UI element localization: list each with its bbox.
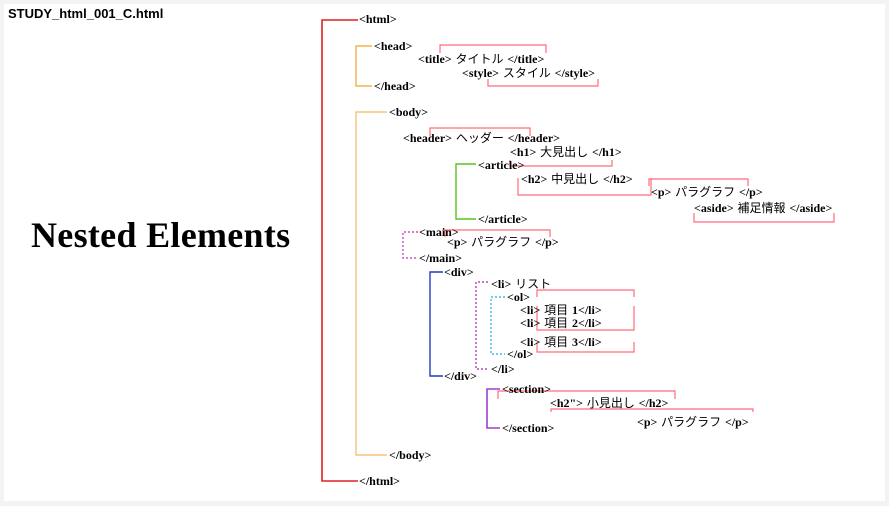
p1-element-bracket	[648, 178, 749, 186]
page-canvas	[4, 4, 885, 501]
article-open-tag: <article>	[478, 158, 525, 172]
h1-element-bracket	[509, 160, 613, 167]
section-open-tag: <section>	[502, 382, 552, 396]
div-nesting-line	[429, 271, 443, 377]
file-name-label: STUDY_html_001_C.html	[8, 6, 164, 21]
title-element: <title> タイトル </title>	[418, 52, 545, 66]
main-nesting-line	[402, 231, 418, 259]
section-close-tag: </section>	[502, 421, 555, 435]
html-close-tag: </html>	[359, 474, 401, 488]
head-open-tag: <head>	[374, 39, 413, 53]
body-open-tag: <body>	[389, 105, 429, 119]
header-element-bracket	[429, 127, 531, 136]
html-nesting-line	[321, 19, 358, 482]
header-element: <header> ヘッダー </header>	[403, 131, 560, 145]
head-nesting-line	[355, 45, 372, 87]
div-open-tag: <div>	[444, 265, 474, 279]
p2-element-bracket	[444, 229, 551, 237]
style-element-bracket	[487, 79, 599, 87]
section-nesting-line	[486, 388, 500, 429]
div-close-tag: </div>	[444, 369, 478, 383]
p2-element: <p> パラグラフ </p>	[447, 235, 559, 249]
head-close-tag: </head>	[374, 79, 416, 93]
h1-element: <h1> 大見出し </h1>	[510, 145, 622, 159]
h2b-close-bracket	[550, 408, 754, 412]
li-item-3: <li> 項目 3</li>	[520, 335, 602, 349]
li-item-2: <li> 項目 2</li>	[520, 316, 602, 330]
li-list-element-bracket	[536, 289, 635, 297]
article-nesting-line	[455, 163, 476, 220]
title-element-bracket	[439, 44, 547, 53]
p1-element: <p> パラグラフ </p>	[651, 185, 763, 199]
li-list-element: <li> リスト	[491, 277, 552, 291]
li-nesting-line	[475, 281, 488, 370]
h2b-element-bracket	[497, 390, 676, 399]
aside-element-bracket	[693, 213, 835, 223]
ol-nesting-line	[490, 296, 505, 355]
style-element: <style> スタイル </style>	[462, 66, 595, 80]
p3-element: <p> パラグラフ </p>	[637, 415, 749, 429]
body-close-tag: </body>	[389, 448, 432, 462]
h2-element: <h2> 中見出し </h2>	[521, 172, 633, 186]
h2-element-bracket	[517, 178, 652, 196]
article-close-tag: </article>	[478, 212, 528, 226]
body-nesting-line	[355, 111, 387, 456]
li-item-1: <li> 項目 1</li>	[520, 303, 602, 317]
li12-element-bracket	[536, 306, 635, 331]
main-open-tag: <main>	[419, 225, 459, 239]
h2b-element: <h2"> 小見出し </h2>	[550, 396, 669, 410]
li3-element-bracket	[536, 342, 635, 353]
aside-element: <aside> 補足情報 </aside>	[694, 201, 833, 215]
html-open-tag: <html>	[359, 12, 397, 26]
li-close-tag: </li>	[491, 362, 515, 376]
main-close-tag: </main>	[419, 251, 463, 265]
diagram-title: Nested Elements	[31, 215, 291, 255]
ol-open-tag: <ol>	[507, 290, 531, 304]
ol-close-tag: </ol>	[507, 347, 534, 361]
